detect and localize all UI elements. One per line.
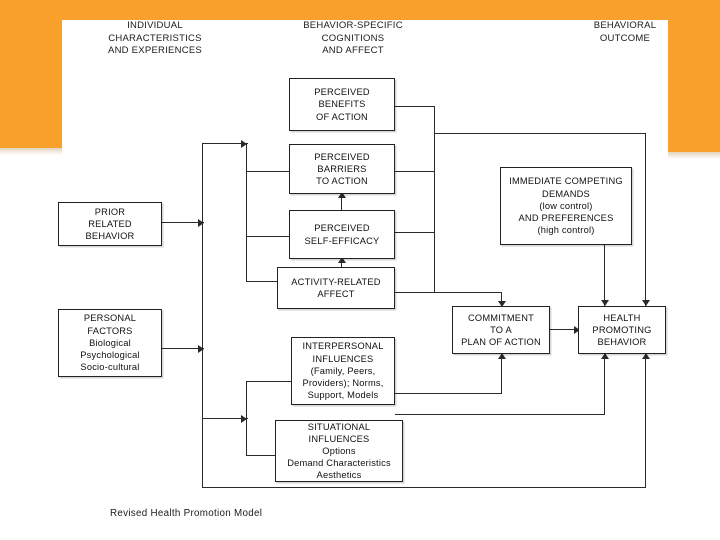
arrowhead-affect-to-selfefficacy: [337, 257, 346, 263]
accent-band-top: [0, 0, 720, 20]
arrowhead-lower-hub: [241, 414, 247, 423]
connector-affect-to-rail: [394, 292, 435, 294]
connector-far-right-down: [645, 133, 647, 306]
connector-trunk-to-upper-hub: [202, 143, 248, 145]
node-health-promoting-behavior[interactable]: HEALTH PROMOTING BEHAVIOR: [578, 306, 666, 354]
connector-personal-to-trunk: [162, 348, 204, 350]
node-perceived-benefits-of-action[interactable]: PERCEIVED BENEFITS OF ACTION: [289, 78, 395, 131]
connector-rail-top-run: [434, 133, 646, 135]
arrowhead-personal-to-trunk: [198, 344, 204, 353]
connector-hub-to-situational: [246, 455, 292, 457]
accent-band-right: [668, 0, 720, 152]
accent-band-right-shadow: [668, 152, 720, 159]
connector-benefits-to-rail: [394, 106, 435, 108]
node-situational-influences[interactable]: SITUATIONAL INFLUENCES Options Demand Ch…: [275, 420, 403, 482]
connector-commitment-to-hpb: [550, 329, 579, 331]
column-heading-individual: INDIVIDUAL CHARACTERISTICS AND EXPERIENC…: [107, 20, 203, 56]
connector-hub-to-selfefficacy: [246, 281, 290, 283]
arrowhead-upper-hub: [241, 139, 247, 148]
arrowhead-interpersonal-to-commitment: [497, 353, 506, 359]
connector-demands-to-hpb: [604, 245, 606, 306]
arrowhead-commitment-to-hpb: [574, 325, 580, 334]
connector-situational-out: [395, 414, 605, 416]
connector-barriers-to-rail: [394, 171, 435, 173]
connector-cognition-collector-rail: [434, 133, 436, 293]
node-personal-factors[interactable]: PERSONAL FACTORS Biological Psychologica…: [58, 309, 162, 377]
column-heading-cognitions: BEHAVIOR-SPECIFIC COGNITIONS AND AFFECT: [303, 20, 403, 56]
connector-interpersonal-riser: [501, 356, 503, 394]
node-immediate-competing-demands[interactable]: IMMEDIATE COMPETING DEMANDS (low control…: [500, 167, 632, 245]
arrowhead-situational-to-hpb: [600, 353, 609, 359]
arrowhead-into-commitment-top: [497, 301, 506, 307]
connector-main-trunk: [202, 143, 204, 488]
connector-commitment-drop: [501, 292, 503, 307]
node-perceived-barriers-to-action[interactable]: PERCEIVED BARRIERS TO ACTION: [289, 144, 395, 194]
connector-hub-to-barriers: [246, 236, 290, 238]
accent-band-left-shadow: [0, 148, 62, 155]
connector-feedback-riser: [645, 356, 647, 488]
accent-band-left: [0, 0, 62, 148]
connector-rail-to-commitment: [434, 292, 502, 294]
column-heading-outcome: BEHAVIORAL OUTCOME: [593, 20, 657, 44]
connector-situational-riser: [604, 356, 606, 415]
connector-hub-to-interpersonal: [246, 381, 292, 383]
arrowhead-feedback-to-hpb: [641, 353, 650, 359]
connector-trunk-to-lower-hub: [202, 418, 248, 420]
node-commitment-to-plan-of-action[interactable]: COMMITMENT TO A PLAN OF ACTION: [452, 306, 550, 354]
arrowhead-demands-to-hpb: [600, 300, 609, 306]
node-interpersonal-influences[interactable]: INTERPERSONAL INFLUENCES (Family, Peers,…: [291, 337, 395, 405]
node-perceived-self-efficacy[interactable]: PERCEIVED SELF-EFFICACY: [289, 210, 395, 259]
node-activity-related-affect[interactable]: ACTIVITY-RELATED AFFECT: [277, 267, 395, 309]
connector-prior-to-trunk: [162, 222, 204, 224]
connector-lower-branch-hub: [246, 381, 248, 456]
node-prior-related-behavior[interactable]: PRIOR RELATED BEHAVIOR: [58, 202, 162, 246]
arrowhead-far-right-into-hpb: [641, 300, 650, 306]
connector-selfefficacy-to-rail: [394, 232, 435, 234]
connector-benefits-rail-riser: [434, 106, 436, 134]
connector-upper-branch-hub: [246, 143, 248, 282]
connector-interpersonal-out: [395, 393, 502, 395]
arrowhead-prior-to-trunk: [198, 218, 204, 227]
arrowhead-selfefficacy-to-barriers: [337, 192, 346, 198]
connector-hub-to-benefits: [246, 171, 290, 173]
figure-caption: Revised Health Promotion Model: [110, 508, 263, 519]
connector-feedback-bottom: [202, 487, 646, 489]
